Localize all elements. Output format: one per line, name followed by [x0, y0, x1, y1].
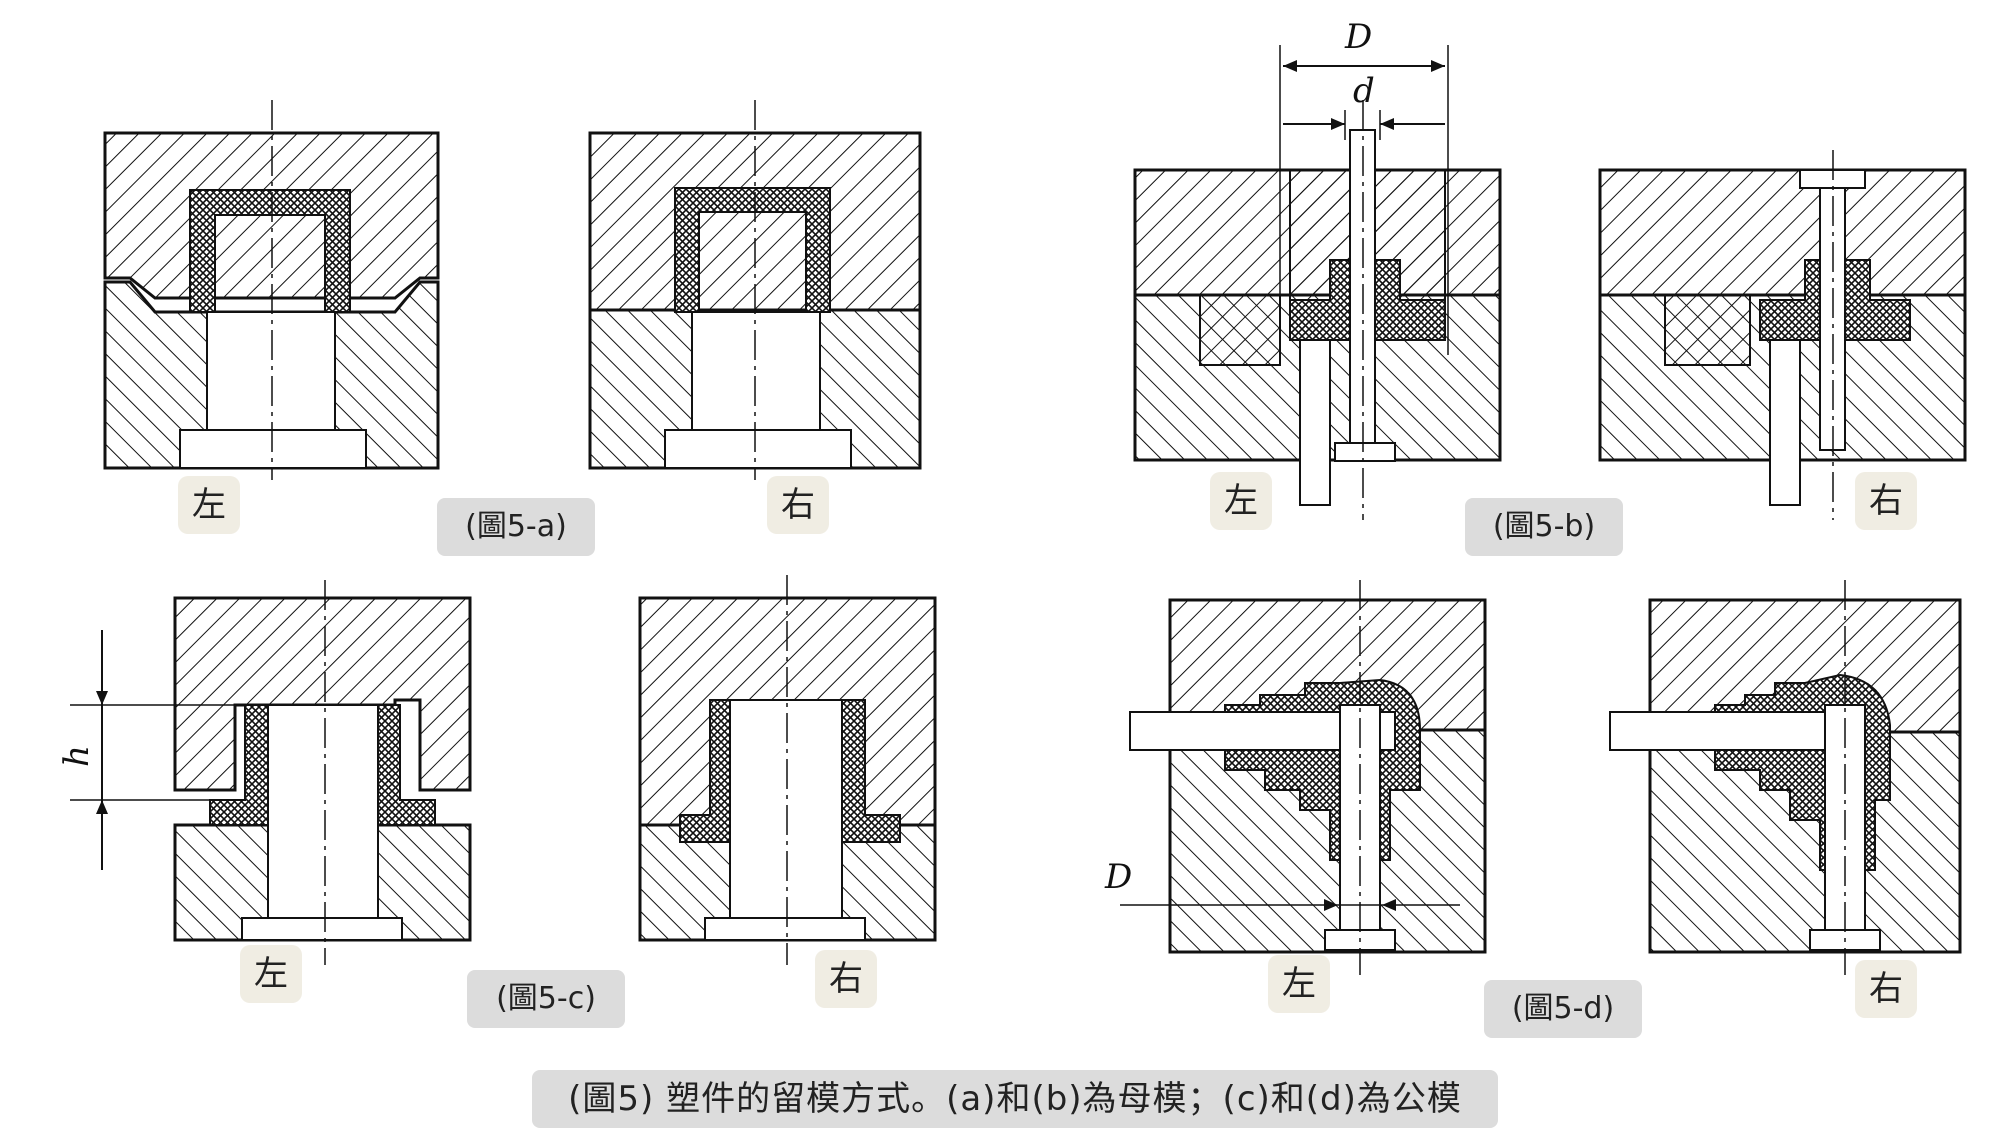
label-5b-right: 右	[1855, 472, 1917, 530]
dimension-h-label: h	[57, 745, 97, 767]
plastic-part	[189, 189, 351, 313]
label-5b-left: 左	[1210, 472, 1272, 530]
fig-5b-right	[1598, 150, 1967, 520]
upper-plate	[1598, 168, 1967, 297]
core-pin	[206, 311, 336, 433]
caption-5a: (圖5-a)	[437, 498, 595, 556]
ejector-plate	[664, 429, 852, 469]
fig-5d-left: D	[1104, 580, 1487, 975]
upper-plate	[173, 596, 472, 792]
fig-5d-right	[1609, 580, 1962, 975]
dimension-D-lower-label: D	[1104, 857, 1132, 897]
caption-5c: (圖5-c)	[467, 970, 625, 1028]
fig-5c-left: h	[57, 580, 472, 965]
ejector-plate	[1334, 442, 1396, 462]
runner-rod	[1609, 711, 1861, 751]
ejector-plate	[179, 429, 367, 469]
label-5d-right: 右	[1855, 960, 1917, 1018]
caption-5d: (圖5-d)	[1484, 980, 1642, 1038]
fig-5b-left: D d	[1133, 17, 1502, 520]
dimension-D-label: D	[1344, 17, 1372, 57]
fig-5c-right	[638, 575, 937, 965]
fig-5a-left	[103, 100, 440, 480]
label-5a-right: 右	[767, 476, 829, 534]
label-5c-right: 右	[815, 950, 877, 1008]
caption-5b: (圖5-b)	[1465, 498, 1623, 556]
core-pin	[691, 311, 821, 433]
step-insert	[1199, 294, 1281, 366]
dimension-d-label: d	[1353, 71, 1375, 111]
fig-5a-right	[588, 100, 922, 480]
ejector-plate	[704, 917, 866, 941]
step-insert	[1664, 294, 1751, 366]
core-pin	[729, 699, 843, 921]
ejector-plate	[241, 917, 403, 941]
label-5c-left: 左	[240, 945, 302, 1003]
core-pin	[267, 704, 379, 921]
label-5a-left: 左	[178, 476, 240, 534]
label-5d-left: 左	[1268, 955, 1330, 1013]
ejector-pin	[1299, 339, 1331, 506]
plastic-part	[674, 187, 831, 313]
main-caption: (圖5) 塑件的留模方式。(a)和(b)為母模；(c)和(d)為公模	[532, 1070, 1498, 1128]
ejector-pin	[1769, 339, 1801, 506]
